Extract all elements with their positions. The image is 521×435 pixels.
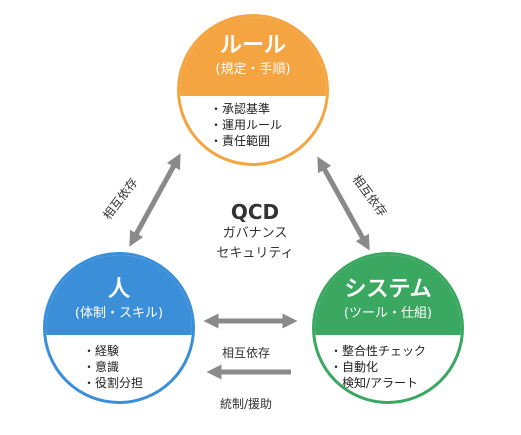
system-item: 検知/アラート — [330, 375, 426, 391]
system-items: 整合性チェック 自動化 検知/アラート — [330, 343, 426, 391]
people-circle: 人 (体制・スキル) 経験 意識 役割分担 — [43, 252, 195, 404]
system-subtitle: (ツール・仕組) — [343, 306, 433, 321]
people-title: 人 — [107, 277, 130, 302]
people-header: 人 (体制・スキル) — [46, 255, 192, 335]
center-security: セキュリティ — [216, 246, 294, 261]
people-item: 役割分担 — [83, 375, 143, 391]
rule-subtitle: (規定・手順) — [215, 62, 291, 77]
rule-items: 承認基準 運用ルール 責任範囲 — [210, 101, 282, 149]
system-header: システム (ツール・仕組) — [315, 255, 461, 335]
rule-header: ルール (規定・手順) — [180, 17, 326, 96]
arrow-rule-system — [317, 156, 370, 251]
arrow-rule-people — [129, 153, 181, 247]
people-items: 経験 意識 役割分担 — [83, 343, 143, 391]
center-goals: QCD ガバナンス セキュリティ — [190, 200, 320, 264]
rule-item: 責任範囲 — [210, 133, 282, 149]
rule-item: 運用ルール — [210, 117, 282, 133]
people-subtitle: (体制・スキル) — [74, 306, 164, 321]
system-circle: システム (ツール・仕組) 整合性チェック 自動化 検知/アラート — [312, 252, 464, 404]
system-item: 整合性チェック — [330, 343, 426, 359]
relation-label-bottom: 統制/援助 — [220, 397, 273, 411]
system-item: 自動化 — [330, 359, 426, 375]
rule-circle: ルール (規定・手順) 承認基準 運用ルール 責任範囲 — [177, 14, 329, 166]
rule-title: ルール — [219, 33, 286, 58]
people-item: 意識 — [83, 359, 143, 375]
rule-item: 承認基準 — [210, 101, 282, 117]
people-item: 経験 — [83, 343, 143, 359]
center-qcd: QCD — [230, 200, 280, 224]
system-title: システム — [344, 277, 432, 302]
center-governance: ガバナンス — [222, 226, 288, 241]
relation-label-middle: 相互依存 — [222, 346, 271, 360]
